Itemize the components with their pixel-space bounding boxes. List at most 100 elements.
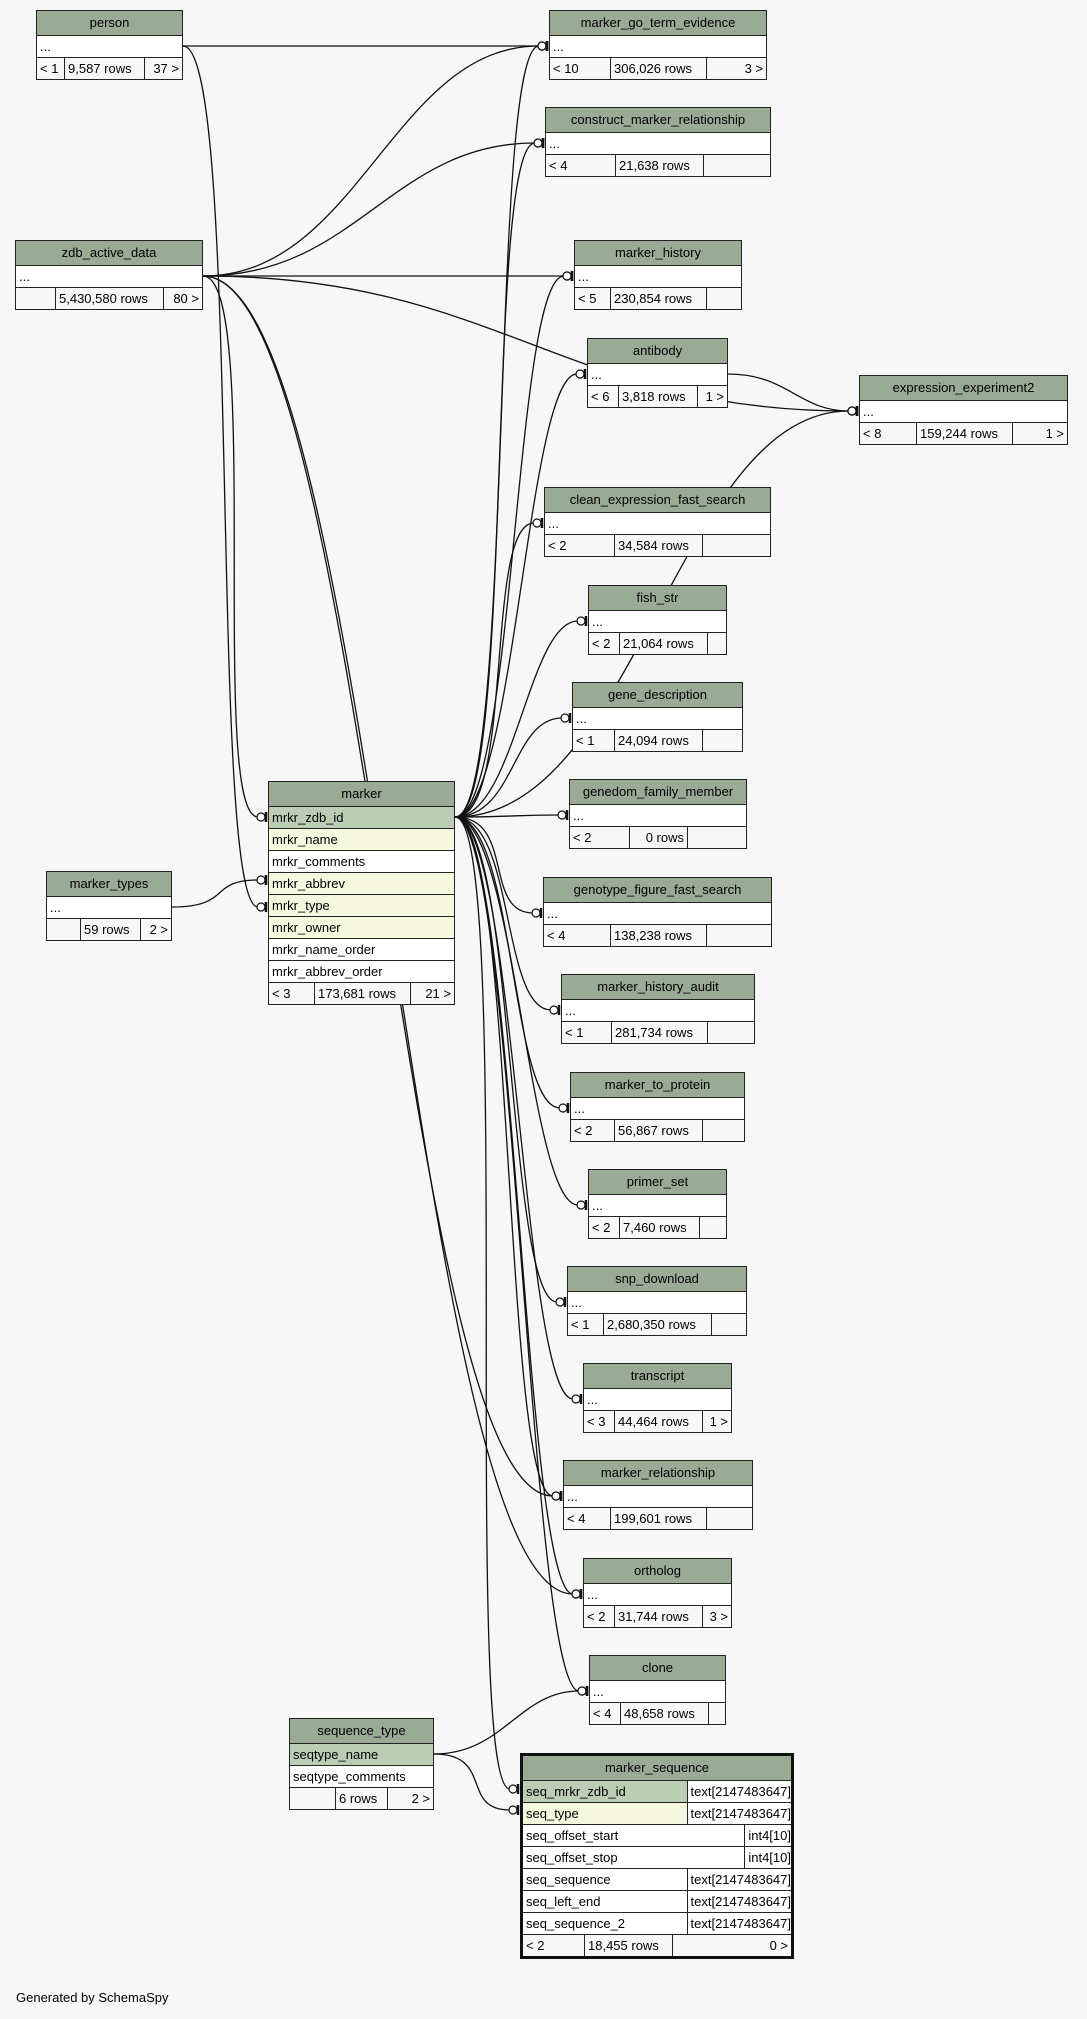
table-title[interactable]: clone: [590, 1656, 725, 1681]
column-row: ...: [584, 1389, 731, 1411]
table-gene-description[interactable]: gene_description ... < 1 24,094 rows: [572, 682, 743, 752]
table-title[interactable]: transcript: [584, 1364, 731, 1389]
children-count[interactable]: [704, 155, 770, 176]
parents-count[interactable]: < 6: [588, 386, 619, 407]
table-title[interactable]: clean_expression_fast_search: [545, 488, 770, 513]
parents-count[interactable]: [290, 1788, 336, 1809]
table-title[interactable]: antibody: [588, 339, 727, 364]
parents-count[interactable]: < 2: [570, 827, 630, 848]
table-marker-history[interactable]: marker_history ... < 5 230,854 rows: [574, 240, 742, 310]
row-count: 31,744 rows: [615, 1606, 703, 1627]
parents-count[interactable]: < 4: [564, 1508, 611, 1529]
children-count[interactable]: 21 >: [425, 986, 451, 1001]
children-count[interactable]: 1 >: [705, 389, 724, 404]
table-genedom-family-member[interactable]: genedom_family_member ... < 2 0 rows: [569, 779, 747, 849]
children-count[interactable]: [703, 1120, 744, 1141]
table-sequence-type[interactable]: sequence_type seqtype_name seqtype_comme…: [289, 1718, 434, 1810]
parents-count[interactable]: < 2: [523, 1935, 585, 1956]
table-title[interactable]: marker_to_protein: [571, 1073, 744, 1098]
table-transcript[interactable]: transcript ... < 3 44,464 rows 1 >: [583, 1363, 732, 1433]
table-title[interactable]: sequence_type: [290, 1719, 433, 1744]
parents-count[interactable]: < 1: [568, 1314, 604, 1335]
table-genotype-figure-fast-search[interactable]: genotype_figure_fast_search ... < 4 138,…: [543, 877, 772, 947]
table-title[interactable]: marker_sequence: [523, 1756, 791, 1781]
table-title[interactable]: marker_relationship: [564, 1461, 752, 1486]
parents-count[interactable]: < 1: [37, 58, 65, 79]
table-person[interactable]: person ... < 1 9,587 rows 37 >: [36, 10, 183, 80]
parents-count[interactable]: [47, 919, 81, 940]
parents-count[interactable]: < 8: [860, 423, 917, 444]
parents-count[interactable]: < 1: [573, 730, 615, 751]
table-clone[interactable]: clone ... < 4 48,658 rows: [589, 1655, 726, 1725]
table-fish-str[interactable]: fish_str ... < 2 21,064 rows: [588, 585, 727, 655]
children-count[interactable]: 2 >: [149, 922, 168, 937]
table-footer: < 2 34,584 rows: [545, 535, 770, 556]
children-count[interactable]: 3 >: [709, 1609, 728, 1624]
children-count[interactable]: 1 >: [709, 1414, 728, 1429]
children-count[interactable]: [700, 1217, 726, 1238]
children-count[interactable]: [712, 1314, 746, 1335]
children-count[interactable]: 1 >: [1045, 426, 1064, 441]
children-count[interactable]: [708, 1022, 754, 1043]
table-title[interactable]: genedom_family_member: [570, 780, 746, 805]
table-marker-types[interactable]: marker_types ... 59 rows 2 >: [46, 871, 172, 941]
table-title[interactable]: zdb_active_data: [16, 241, 202, 266]
table-title[interactable]: person: [37, 11, 182, 36]
children-count[interactable]: [703, 730, 742, 751]
children-count[interactable]: [709, 1703, 725, 1724]
children-count[interactable]: [707, 925, 771, 946]
parents-count[interactable]: < 4: [590, 1703, 621, 1724]
table-title[interactable]: genotype_figure_fast_search: [544, 878, 771, 903]
parents-count[interactable]: < 2: [589, 633, 620, 654]
children-count[interactable]: [703, 535, 770, 556]
table-marker-history-audit[interactable]: marker_history_audit ... < 1 281,734 row…: [561, 974, 755, 1044]
table-zdb-active-data[interactable]: zdb_active_data ... 5,430,580 rows 80 >: [15, 240, 203, 310]
table-title[interactable]: primer_set: [589, 1170, 726, 1195]
children-count[interactable]: [707, 1508, 752, 1529]
children-count[interactable]: 2 >: [411, 1791, 430, 1806]
table-title[interactable]: marker_go_term_evidence: [550, 11, 766, 36]
table-ortholog[interactable]: ortholog ... < 2 31,744 rows 3 >: [583, 1558, 732, 1628]
children-count[interactable]: 0 >: [769, 1938, 788, 1953]
parents-count[interactable]: < 2: [584, 1606, 615, 1627]
children-count[interactable]: 80 >: [173, 291, 199, 306]
parents-count[interactable]: < 5: [575, 288, 611, 309]
table-marker-go-term-evidence[interactable]: marker_go_term_evidence ... < 10 306,026…: [549, 10, 767, 80]
children-count[interactable]: [688, 827, 746, 848]
row-count: 18,455 rows: [585, 1935, 673, 1956]
parents-count[interactable]: < 4: [544, 925, 611, 946]
parents-count[interactable]: < 2: [545, 535, 615, 556]
table-expression-experiment2[interactable]: expression_experiment2 ... < 8 159,244 r…: [859, 375, 1068, 445]
table-title[interactable]: snp_download: [568, 1267, 746, 1292]
table-primer-set[interactable]: primer_set ... < 2 7,460 rows: [588, 1169, 727, 1239]
table-snp-download[interactable]: snp_download ... < 1 2,680,350 rows: [567, 1266, 747, 1336]
parents-count[interactable]: < 2: [589, 1217, 620, 1238]
table-title[interactable]: marker_history_audit: [562, 975, 754, 1000]
table-title[interactable]: marker_history: [575, 241, 741, 266]
parents-count[interactable]: < 10: [550, 58, 611, 79]
table-title[interactable]: expression_experiment2: [860, 376, 1067, 401]
parents-count[interactable]: < 1: [562, 1022, 612, 1043]
children-count[interactable]: [707, 288, 741, 309]
table-title[interactable]: marker_types: [47, 872, 171, 897]
table-title[interactable]: fish_str: [589, 586, 726, 611]
table-marker-relationship[interactable]: marker_relationship ... < 4 199,601 rows: [563, 1460, 753, 1530]
parents-count[interactable]: < 3: [269, 983, 315, 1004]
table-marker-to-protein[interactable]: marker_to_protein ... < 2 56,867 rows: [570, 1072, 745, 1142]
children-count[interactable]: 3 >: [744, 61, 763, 76]
parents-count[interactable]: [16, 288, 56, 309]
parents-count[interactable]: < 2: [571, 1120, 615, 1141]
table-clean-expression-fast-search[interactable]: clean_expression_fast_search ... < 2 34,…: [544, 487, 771, 557]
table-marker[interactable]: marker mrkr_zdb_id mrkr_name mrkr_commen…: [268, 781, 455, 1005]
parents-count[interactable]: < 3: [584, 1411, 615, 1432]
table-antibody[interactable]: antibody ... < 6 3,818 rows 1 >: [587, 338, 728, 408]
table-title[interactable]: ortholog: [584, 1559, 731, 1584]
table-construct-marker-relationship[interactable]: construct_marker_relationship ... < 4 21…: [545, 107, 771, 177]
table-title[interactable]: gene_description: [573, 683, 742, 708]
children-count[interactable]: 37 >: [153, 61, 179, 76]
table-title[interactable]: construct_marker_relationship: [546, 108, 770, 133]
children-count[interactable]: [708, 633, 726, 654]
table-title[interactable]: marker: [269, 782, 454, 807]
parents-count[interactable]: < 4: [546, 155, 616, 176]
